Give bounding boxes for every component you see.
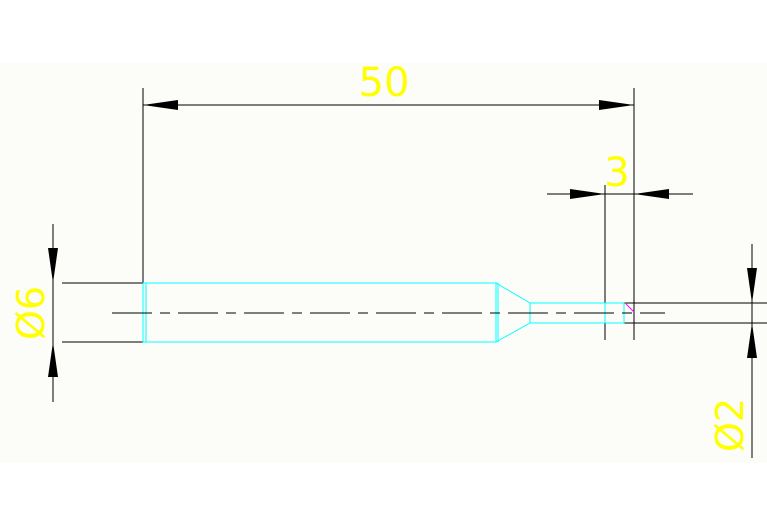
shank-diameter-label: Ø6 [9, 286, 53, 340]
tip-end-marker [625, 303, 635, 313]
arrowhead-left [143, 100, 178, 110]
shank-arrowhead-top [48, 248, 58, 283]
arrowhead-right [599, 100, 634, 110]
shank-arrowhead-bottom [48, 342, 58, 377]
length-dimension: 50 [142, 60, 635, 300]
taper-top [495, 282, 531, 304]
top-margin-band [0, 0, 767, 63]
tip-length-dimension: 3 [547, 150, 693, 340]
tip-diameter-dimension: Ø2 [624, 244, 767, 458]
taper-bottom [495, 322, 531, 343]
tip-length-label: 3 [604, 150, 629, 196]
tip-dia-arrowhead-top [747, 268, 757, 303]
drawing-area-band [0, 63, 767, 463]
tip-dia-arrowhead-bottom [747, 323, 757, 358]
shank-diameter-dimension: Ø6 [9, 224, 143, 402]
length-label: 50 [359, 60, 410, 106]
tip-diameter-label: Ø2 [708, 398, 752, 452]
tip-arrowhead-left [570, 189, 605, 199]
tip-arrowhead-right [634, 189, 669, 199]
